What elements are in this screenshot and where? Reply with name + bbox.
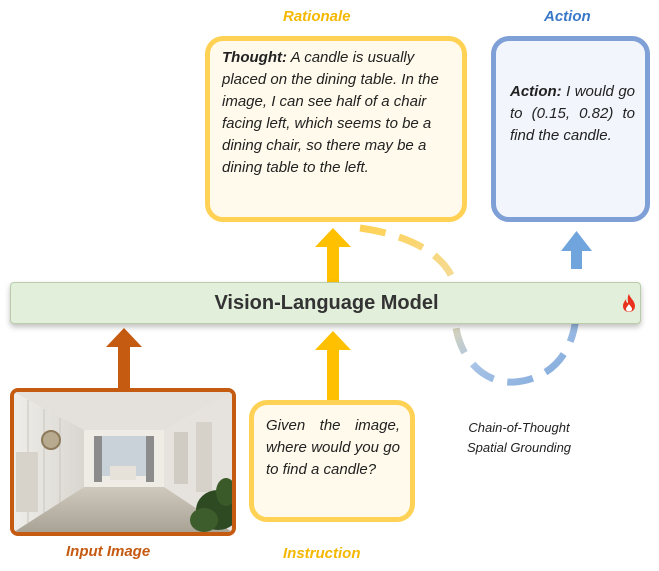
fire-icon — [623, 294, 635, 312]
action-prefix: Action: — [510, 83, 562, 100]
rationale-label: Rationale — [283, 8, 351, 25]
room-photo — [14, 392, 232, 532]
instruction-box: Given the image, where would you go to f… — [249, 400, 415, 522]
action-box: Action: I would go to (0.15, 0.82) to fi… — [491, 36, 650, 222]
cot-label-line2: Spatial Grounding — [466, 440, 572, 455]
action-arrow — [561, 231, 592, 269]
cot-dashed-arc — [359, 224, 580, 386]
thought-prefix: Thought: — [222, 49, 287, 66]
action-label: Action — [544, 8, 591, 25]
instruction-text: Given the image, where would you go to f… — [266, 417, 400, 478]
instruction-arrow — [315, 331, 351, 400]
thought-box: Thought: A candle is usually placed on t… — [205, 36, 467, 222]
cot-label: Chain-of-Thought Spatial Grounding — [444, 418, 594, 458]
instruction-label: Instruction — [283, 545, 361, 562]
input-image-label: Input Image — [66, 543, 151, 560]
cot-label-line1: Chain-of-Thought — [468, 420, 570, 435]
vision-language-model-bar: Vision-Language Model — [10, 282, 641, 324]
input-image-arrow — [106, 328, 142, 388]
rationale-arrow — [315, 228, 351, 282]
model-label: Vision-Language Model — [214, 292, 439, 314]
action-text: I would go to (0.15, 0.82) to find the c… — [510, 83, 635, 144]
thought-text: A candle is usually placed on the dining… — [222, 49, 439, 176]
input-image — [10, 388, 236, 536]
